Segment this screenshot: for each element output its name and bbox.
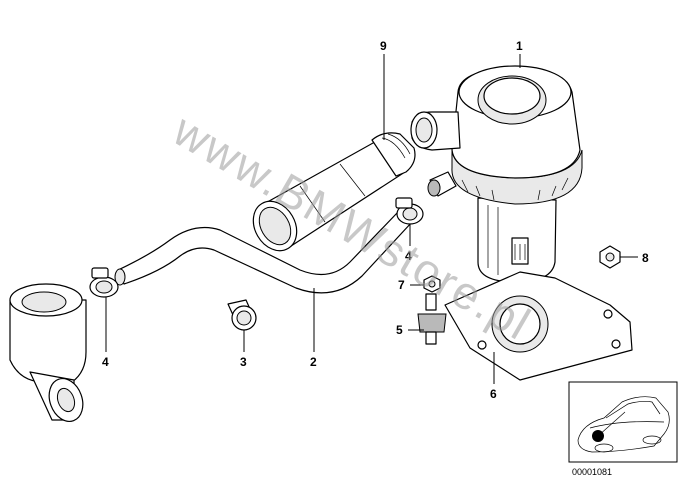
label-7: 7	[398, 278, 405, 292]
diagram-code: 00001081	[572, 467, 612, 477]
label-1: 1	[516, 39, 523, 53]
label-2: 2	[310, 355, 317, 369]
label-4-left: 4	[102, 355, 109, 369]
rubber-mount-part-5[interactable]	[417, 293, 447, 345]
cap-part-3[interactable]	[227, 299, 257, 331]
label-9: 9	[380, 39, 387, 53]
hose-clamp-part-4-right[interactable]	[395, 197, 424, 225]
air-pump-part-1[interactable]	[410, 65, 583, 283]
car-icon	[577, 396, 670, 453]
leader-lines	[105, 54, 638, 384]
intake-hose-part-9[interactable]	[245, 132, 416, 259]
vehicle-location-inset: 00001081	[568, 381, 678, 477]
label-4-right: 4	[405, 249, 412, 263]
label-6: 6	[490, 387, 497, 401]
nut-part-7[interactable]	[423, 275, 441, 293]
label-5: 5	[396, 323, 403, 337]
label-8: 8	[642, 251, 649, 265]
label-3: 3	[240, 355, 247, 369]
hose-clamp-part-4-left[interactable]	[89, 267, 119, 298]
air-hose-part-2[interactable]	[114, 211, 413, 294]
bracket-part-6[interactable]	[444, 271, 633, 381]
nut-part-8[interactable]	[599, 245, 621, 269]
valve-assembly[interactable]	[9, 283, 89, 426]
